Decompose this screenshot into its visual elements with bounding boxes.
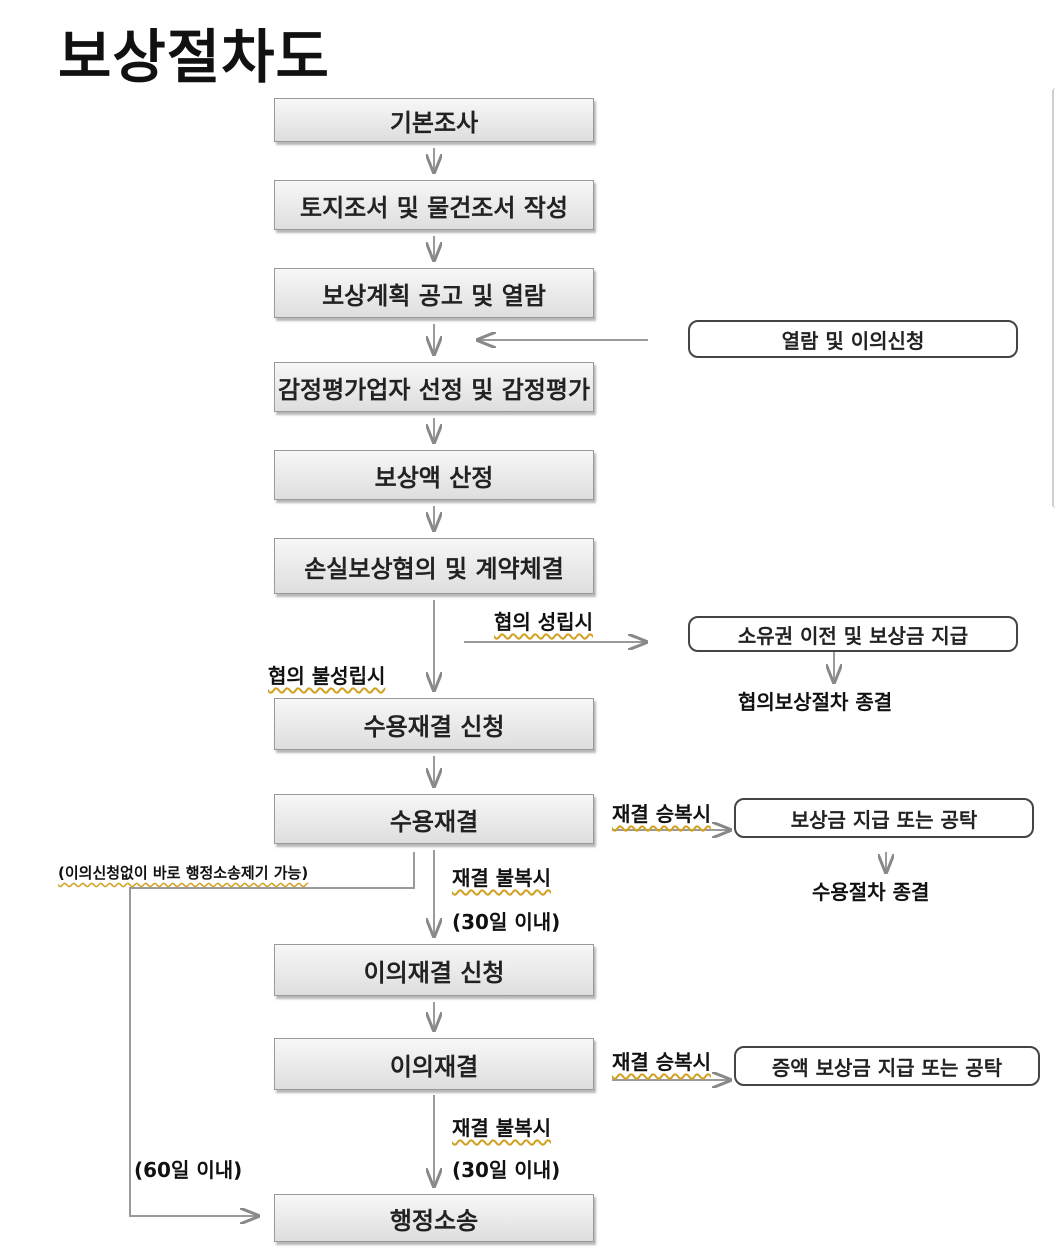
box-negotiation: 손실보상협의 및 계약체결 xyxy=(274,538,594,594)
box-amount-calc: 보상액 산정 xyxy=(274,450,594,500)
box-objection-request: 이의재결 신청 xyxy=(274,944,594,996)
side-ownership: 소유권 이전 및 보상금 지급 xyxy=(688,616,1018,652)
box-expropriation-request: 수용재결 신청 xyxy=(274,698,594,750)
label-reject-1: 재결 불복시 xyxy=(452,866,551,890)
side-negotiation-end: 협의보상절차 종결 xyxy=(738,690,893,714)
page-title: 보상절차도 xyxy=(58,23,330,91)
side-expropriation-end: 수용절차 종결 xyxy=(812,880,930,904)
label-accept-1: 재결 승복시 xyxy=(612,802,711,826)
scrollbar[interactable] xyxy=(1052,88,1059,508)
label-agreed: 협의 성립시 xyxy=(494,610,593,634)
label-not-agreed: 협의 불성립시 xyxy=(268,664,386,688)
box-lawsuit: 행정소송 xyxy=(274,1194,594,1242)
label-60days: (60일 이내) xyxy=(134,1158,243,1182)
box-appraisal: 감정평가업자 선정 및 감정평가 xyxy=(274,362,594,412)
box-basic-survey: 기본조사 xyxy=(274,98,594,142)
label-reject-2: 재결 불복시 xyxy=(452,1116,551,1140)
side-increased-payment: 증액 보상금 지급 또는 공탁 xyxy=(734,1046,1040,1086)
arrow-direct-suit xyxy=(129,852,415,1216)
box-objection-decision: 이의재결 xyxy=(274,1038,594,1090)
box-expropriation: 수용재결 xyxy=(274,794,594,844)
label-30days-1: (30일 이내) xyxy=(452,910,561,934)
label-direct-suit: (이의신청없이 바로 행정소송제기 가능) xyxy=(58,864,309,882)
label-accept-2: 재결 승복시 xyxy=(612,1050,711,1074)
label-30days-2: (30일 이내) xyxy=(452,1158,561,1182)
box-compensation-plan: 보상계획 공고 및 열람 xyxy=(274,268,594,318)
box-land-survey: 토지조서 및 물건조서 작성 xyxy=(274,180,594,230)
side-objection: 열람 및 이의신청 xyxy=(688,320,1018,358)
side-payment: 보상금 지급 또는 공탁 xyxy=(734,798,1034,838)
